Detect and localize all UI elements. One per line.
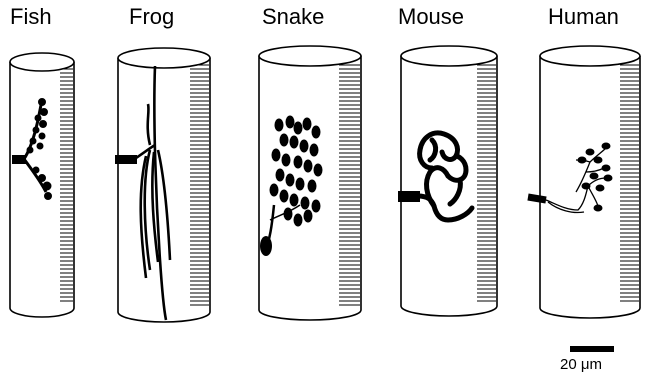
human-muscle-fiber (540, 46, 640, 318)
scale-bar (570, 346, 614, 352)
scale-bar-label: 20 μm (560, 357, 602, 372)
mouse-muscle-fiber (401, 46, 497, 316)
